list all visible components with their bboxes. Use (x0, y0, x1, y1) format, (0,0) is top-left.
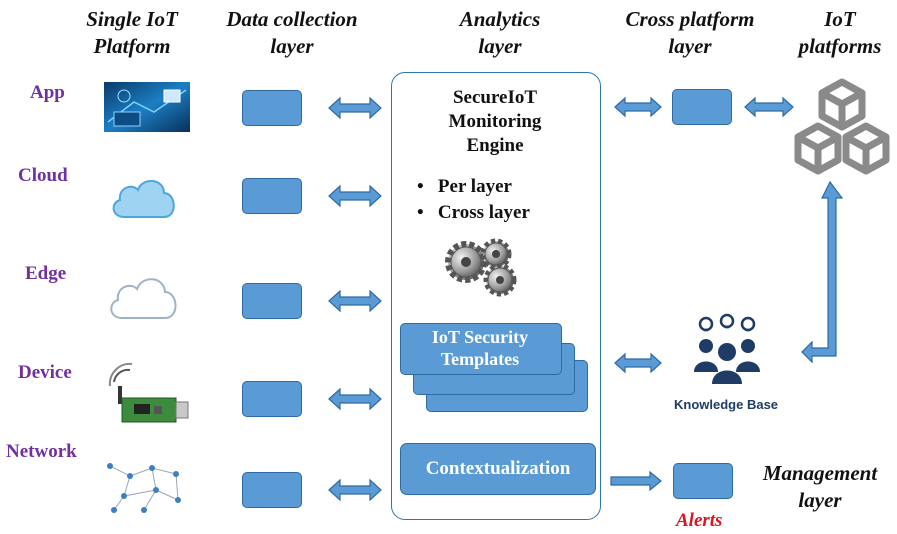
iot-security-templates-label: IoT Security Templates (431, 327, 529, 369)
double-arrow-device (328, 387, 382, 411)
elbow-arrow-kb-platforms (801, 180, 844, 364)
double-arrow-cross-platforms (744, 96, 794, 118)
cubes-icon (794, 78, 890, 175)
outline-cloud-icon (110, 278, 177, 319)
bullet-per-layer-text: Per layer (437, 176, 512, 197)
alerts-label: Alerts (676, 510, 723, 531)
bullet-cross-layer-text: Cross layer (437, 202, 530, 223)
header-data-collection-layer: Data collection layer (226, 7, 358, 58)
row-label-app: App (30, 82, 65, 103)
cross-platform-box (672, 89, 732, 125)
bullet-per-layer: • Per layer (417, 176, 512, 198)
bullet-dot: • (417, 202, 438, 223)
data-collection-box-network (242, 472, 302, 508)
data-collection-box-edge (242, 283, 302, 319)
bullet-cross-layer: • Cross layer (417, 202, 530, 224)
double-arrow-templates-kb (614, 352, 662, 374)
data-collection-box-app (242, 90, 302, 126)
double-arrow-cloud (328, 184, 382, 208)
header-cross-platform-layer: Cross platform layer (625, 7, 755, 58)
blue-cloud-icon (112, 180, 175, 218)
app-screen-icon (104, 82, 190, 132)
management-layer-label: Management layer (762, 461, 878, 512)
contextualization-box: Contextualization (400, 443, 596, 495)
double-arrow-app (328, 96, 382, 120)
double-arrow-network (328, 478, 382, 502)
header-single-iot-platform: Single IoT Platform (86, 7, 178, 58)
gears-icon (445, 238, 517, 297)
bullet-dot: • (417, 176, 438, 197)
row-label-device: Device (18, 362, 72, 383)
data-collection-box-cloud (242, 178, 302, 214)
double-arrow-edge (328, 289, 382, 313)
header-analytics-layer: Analytics layer (459, 7, 541, 58)
knowledge-base-label: Knowledge Base (674, 397, 779, 412)
row-label-network: Network (6, 441, 77, 462)
knowledge-base-people-icon (694, 313, 760, 384)
data-collection-box-device (242, 381, 302, 417)
double-arrow-engine-cross (614, 96, 662, 118)
template-card-front (400, 323, 562, 375)
network-mesh-icon (107, 463, 181, 513)
monitoring-engine-title: SecureIoT Monitoring Engine (448, 87, 542, 156)
alerts-box (673, 463, 733, 499)
iot-device-board-icon (108, 362, 189, 423)
arrow-to-alerts (610, 470, 662, 492)
row-label-edge: Edge (25, 263, 67, 284)
header-iot-platforms: IoT platforms (798, 7, 882, 58)
row-label-cloud: Cloud (18, 165, 68, 186)
